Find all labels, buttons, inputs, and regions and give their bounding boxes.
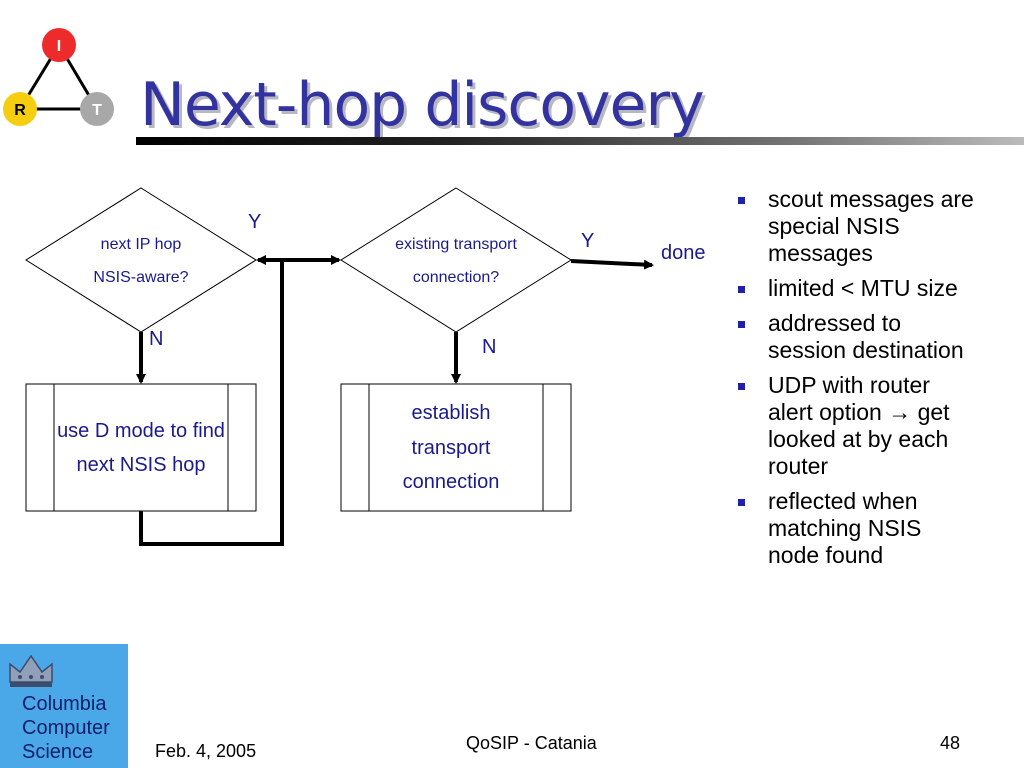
bullet-square-icon bbox=[738, 383, 745, 390]
logo-line-columbia: Columbia bbox=[22, 693, 107, 715]
process2-line1: establish bbox=[412, 402, 491, 424]
node-r-circle bbox=[3, 92, 37, 126]
bullet-square-icon bbox=[738, 321, 745, 328]
process1-line1: use D mode to find bbox=[57, 420, 225, 442]
footer-date: Feb. 4, 2005 bbox=[155, 741, 257, 761]
node-i-circle bbox=[42, 28, 76, 62]
node-t-circle bbox=[80, 92, 114, 126]
label-yes-decision2: Y bbox=[581, 230, 594, 252]
process2-line2: transport bbox=[412, 437, 491, 459]
logo-text: Columbia Computer Science bbox=[22, 692, 110, 764]
node-t-label: T bbox=[92, 102, 102, 119]
bullet-item: addressed to session destination bbox=[736, 310, 976, 364]
flowchart: next IP hop NSIS-aware? existing transpo… bbox=[25, 187, 706, 546]
node-i-label: I bbox=[57, 38, 61, 55]
crown-icon bbox=[9, 654, 53, 687]
bullet-item: reflected when matching NSIS node found bbox=[736, 488, 976, 569]
label-done: done bbox=[661, 242, 706, 264]
decision2-line2: connection? bbox=[413, 269, 499, 286]
bullet-square-icon bbox=[738, 499, 745, 506]
label-no-decision1: N bbox=[149, 328, 163, 350]
irt-triangle-logo: I R T bbox=[3, 28, 114, 126]
arrow-to-done bbox=[570, 259, 654, 270]
bullet-square-icon bbox=[738, 286, 745, 293]
decision1-line2: NSIS-aware? bbox=[93, 269, 188, 286]
slide-title: Next-hop discovery bbox=[140, 70, 705, 140]
label-yes-decision1: Y bbox=[248, 211, 261, 233]
process1-line2: next NSIS hop bbox=[77, 454, 206, 476]
page-number: 48 bbox=[940, 733, 961, 753]
columbia-logo: Columbia Computer Science bbox=[0, 644, 128, 768]
bullet-list: scout messages are special NSIS messages… bbox=[736, 186, 976, 577]
process-use-d-mode bbox=[25, 383, 257, 512]
process2-line3: connection bbox=[403, 471, 500, 493]
title-underline bbox=[136, 137, 1024, 145]
bullet-item: UDP with router alert option → get looke… bbox=[736, 372, 976, 480]
decision1-line1: next IP hop bbox=[101, 236, 182, 253]
return-line-process1 bbox=[139, 261, 284, 546]
decision-existing-transport bbox=[340, 187, 572, 333]
process-establish-transport bbox=[340, 383, 572, 512]
node-r-label: R bbox=[14, 102, 26, 119]
logo-line-computer: Computer bbox=[22, 717, 110, 739]
bullet-item: scout messages are special NSIS messages bbox=[736, 186, 976, 267]
bullet-item: limited < MTU size bbox=[736, 275, 976, 302]
footer-center: QoSIP - Catania bbox=[466, 733, 597, 753]
decision2-line1: existing transport bbox=[395, 236, 517, 253]
label-no-decision2: N bbox=[482, 336, 496, 358]
decision-next-ip-hop bbox=[25, 187, 257, 333]
bullet-square-icon bbox=[738, 197, 745, 204]
logo-line-science: Science bbox=[22, 741, 94, 763]
